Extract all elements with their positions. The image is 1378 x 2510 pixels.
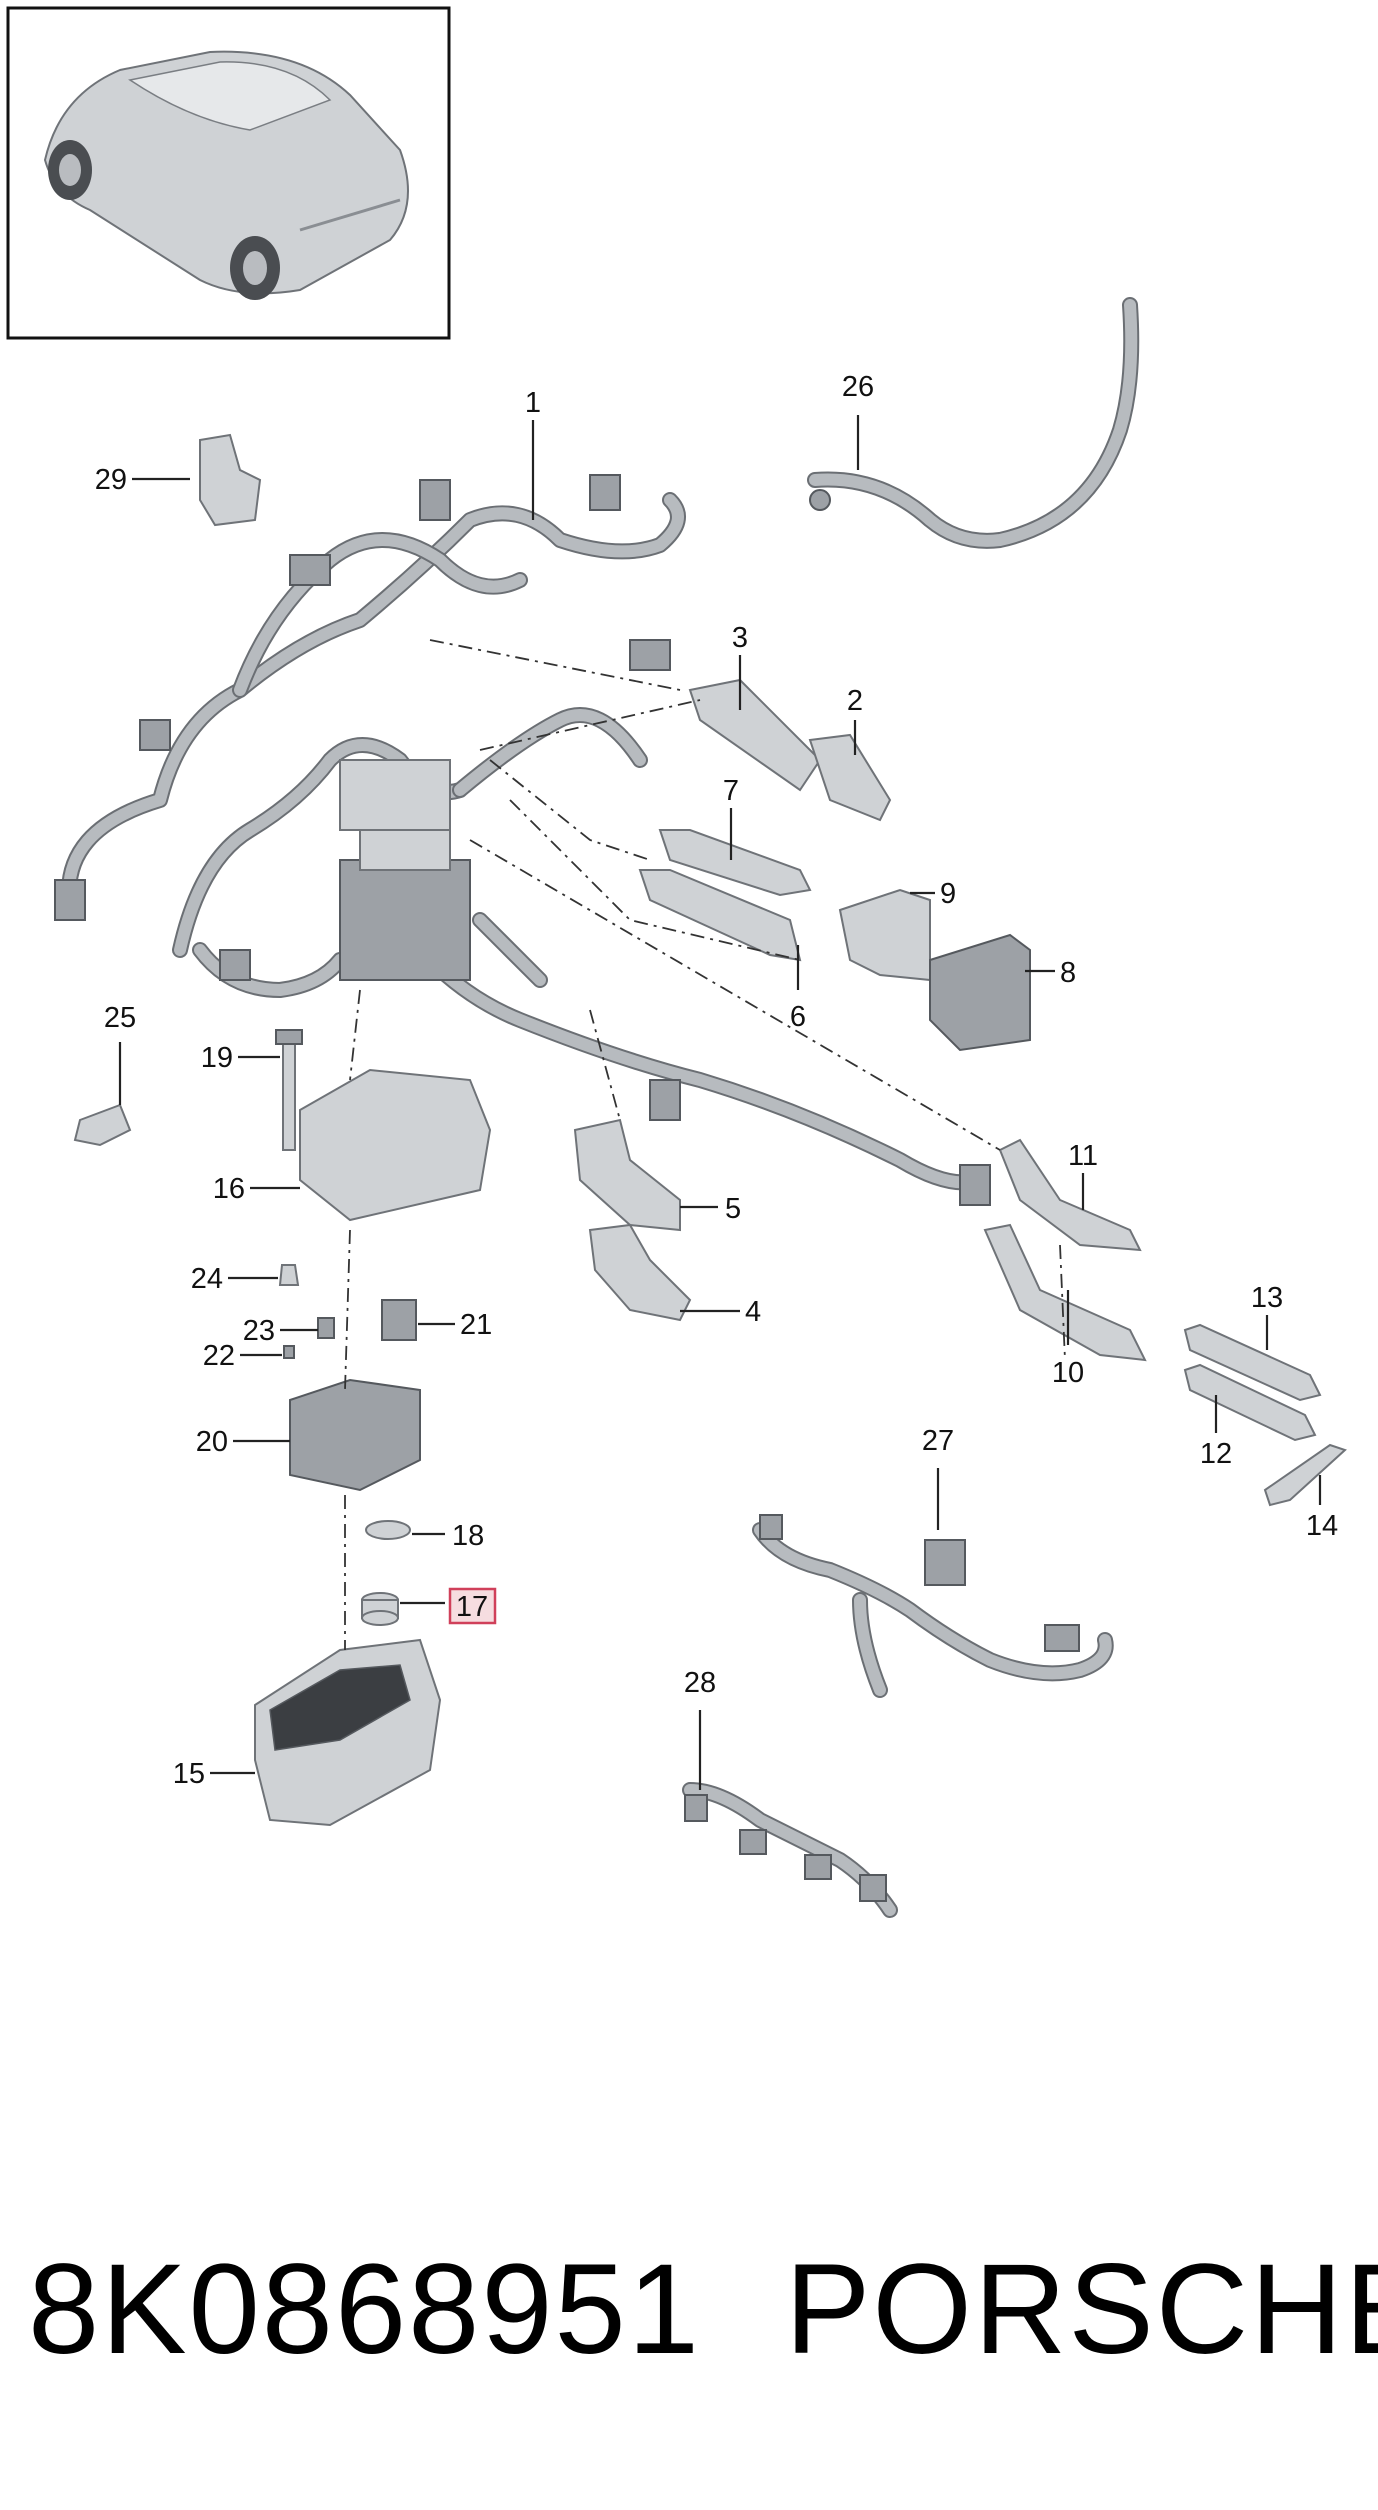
callout-12: 12 — [1200, 1438, 1232, 1470]
harness-28 — [682, 1782, 898, 1918]
callout-28: 28 — [684, 1667, 716, 1699]
bracket-12 — [1183, 1363, 1317, 1442]
callout-24: 24 — [191, 1263, 223, 1295]
callout-16: 16 — [213, 1173, 245, 1205]
bolt-19 — [275, 1029, 303, 1151]
bracket-14 — [1263, 1443, 1347, 1507]
part-number: 8K0868951 — [28, 2238, 701, 2381]
bracket-3 — [688, 678, 822, 792]
bracket-29 — [199, 433, 262, 527]
bracket-9 — [838, 888, 931, 982]
bracket-7 — [658, 829, 812, 897]
callout-23: 23 — [243, 1315, 275, 1347]
callout-18: 18 — [452, 1520, 484, 1552]
callout-22: 22 — [203, 1340, 235, 1372]
bracket-11 — [998, 1138, 1142, 1252]
callout-13: 13 — [1251, 1282, 1283, 1314]
callout-9: 9 — [940, 878, 956, 910]
callout-20: 20 — [196, 1426, 228, 1458]
cap-17 — [361, 1592, 399, 1626]
ground-strap — [807, 297, 1140, 549]
callout-19: 19 — [201, 1042, 233, 1074]
callout-14: 14 — [1306, 1510, 1338, 1542]
cap-18 — [365, 1520, 411, 1540]
callout-26: 26 — [842, 371, 874, 403]
callout-17-highlight — [448, 1587, 497, 1625]
leader-lines — [118, 415, 1322, 1790]
callout-labels: 1 2 3 4 5 6 7 8 9 10 11 12 13 14 15 16 1… — [95, 371, 1338, 1790]
bracket-6 — [638, 869, 802, 962]
callout-17: 17 — [456, 1591, 488, 1623]
clip-24 — [278, 1264, 300, 1286]
brand-name: PORSCHE — [785, 2238, 1378, 2381]
fuse-carrier-20 — [289, 1378, 421, 1492]
bracket-25 — [73, 1103, 132, 1147]
bracket-4 — [588, 1223, 692, 1322]
callout-6: 6 — [790, 1001, 806, 1033]
cover-16 — [299, 1068, 492, 1222]
callout-7: 7 — [723, 775, 739, 807]
clip-23 — [317, 1317, 335, 1339]
callout-4: 4 — [745, 1296, 761, 1328]
callout-10: 10 — [1052, 1357, 1084, 1389]
relay-21 — [381, 1299, 417, 1341]
footer-caption: 8K0868951 PORSCHE — [0, 2235, 1378, 2385]
bracket-13 — [1183, 1323, 1322, 1402]
vehicle-thumbnail — [6, 6, 451, 340]
callout-1: 1 — [525, 387, 541, 419]
bracket-2 — [808, 733, 892, 822]
callout-21: 21 — [460, 1309, 492, 1341]
callout-25: 25 — [104, 1002, 136, 1034]
callout-27: 27 — [922, 1425, 954, 1457]
bracket-8 — [929, 933, 1031, 1052]
callout-29: 29 — [95, 464, 127, 496]
clip-22 — [283, 1345, 295, 1359]
callout-5: 5 — [725, 1193, 741, 1225]
callout-11: 11 — [1068, 1140, 1098, 1172]
callout-15: 15 — [173, 1758, 205, 1790]
callout-2: 2 — [847, 685, 863, 717]
main-wiring-harness — [54, 474, 991, 1206]
assembly-lines — [344, 639, 1066, 1650]
callout-8: 8 — [1060, 957, 1076, 989]
harness-27 — [752, 1514, 1114, 1698]
bracket-10 — [983, 1223, 1147, 1362]
bracket-5 — [573, 1118, 681, 1232]
callout-3: 3 — [732, 622, 748, 654]
